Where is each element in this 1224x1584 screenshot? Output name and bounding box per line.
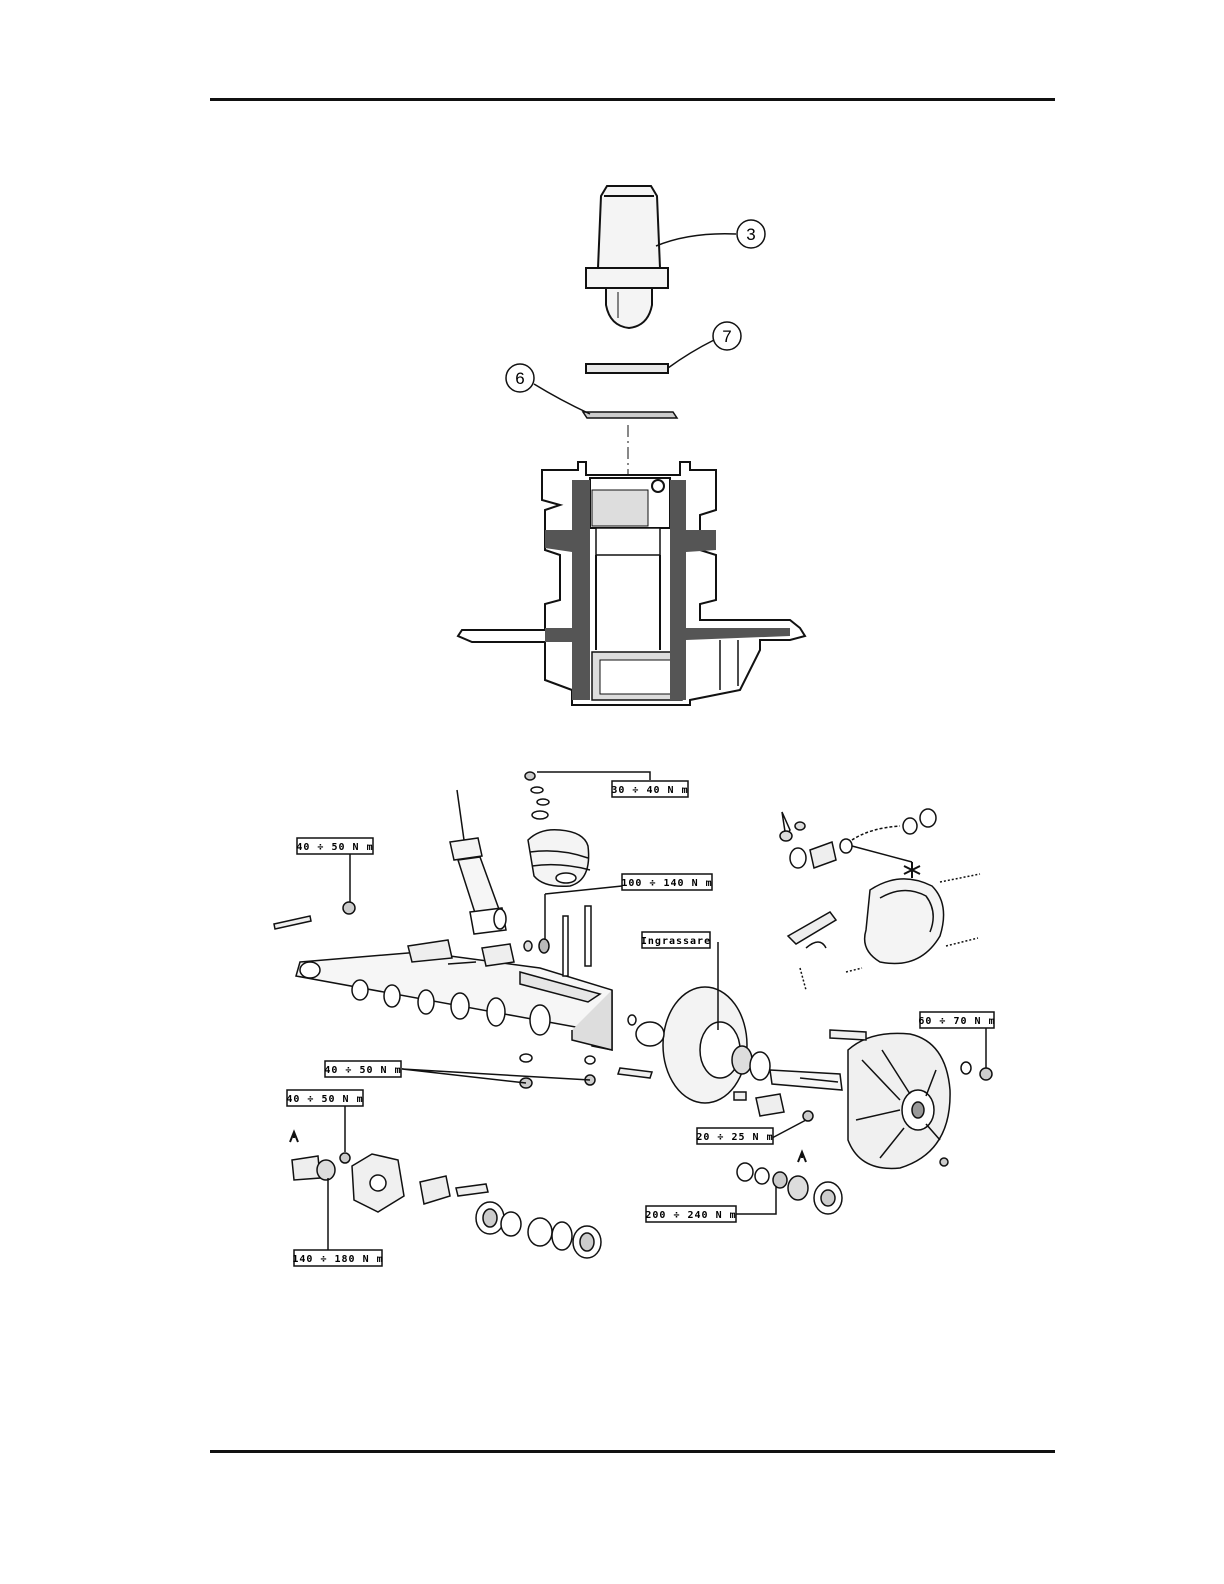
rubber-buffer bbox=[525, 772, 590, 886]
torque-label-40-50-top: 40 ÷ 50 N m bbox=[296, 838, 373, 854]
torque-label-30-40: 30 ÷ 40 N m bbox=[611, 781, 688, 797]
torque-label-100-140: 100 ÷ 140 N m bbox=[621, 874, 712, 890]
tool-symbol-left bbox=[290, 1132, 298, 1142]
torque-text: 40 ÷ 50 N m bbox=[324, 1065, 401, 1076]
brake-shoes bbox=[788, 874, 980, 990]
grease-label: Ingrassare bbox=[641, 932, 711, 948]
callout-7-label: 7 bbox=[722, 327, 731, 346]
torque-label-20-25: 20 ÷ 25 N m bbox=[696, 1128, 773, 1144]
brake-drum bbox=[830, 1030, 992, 1168]
brake-backplate bbox=[618, 987, 813, 1121]
shock-absorber bbox=[450, 790, 506, 934]
callout-7: 7 bbox=[713, 322, 741, 350]
thin-shim bbox=[583, 412, 677, 418]
torque-label-40-50-mid: 40 ÷ 50 N m bbox=[324, 1061, 401, 1077]
callout-3-label: 3 bbox=[746, 225, 755, 244]
wheel-cylinder bbox=[780, 809, 936, 868]
torque-label-40-50-low: 40 ÷ 50 N m bbox=[286, 1090, 363, 1106]
torque-label-140-180: 140 ÷ 180 N m bbox=[292, 1250, 383, 1266]
torque-text: 30 ÷ 40 N m bbox=[611, 785, 688, 796]
torque-text: 100 ÷ 140 N m bbox=[621, 878, 712, 889]
pin-part bbox=[586, 186, 668, 328]
tool-symbol-right bbox=[798, 1152, 806, 1162]
axle-shaft bbox=[750, 1052, 842, 1090]
torque-text: 40 ÷ 50 N m bbox=[286, 1094, 363, 1105]
torque-text: 40 ÷ 50 N m bbox=[296, 842, 373, 853]
suspension-figure bbox=[274, 772, 992, 1258]
torque-label-60-70: 60 ÷ 70 N m bbox=[918, 1012, 995, 1028]
torque-text: 20 ÷ 25 N m bbox=[696, 1132, 773, 1143]
callout-3: 3 bbox=[737, 220, 765, 248]
drive-coupling bbox=[292, 1153, 601, 1258]
callout-6: 6 bbox=[506, 364, 534, 392]
grease-text: Ingrassare bbox=[641, 936, 711, 947]
spindle-hub-figure bbox=[458, 186, 805, 705]
torque-text: 140 ÷ 180 N m bbox=[292, 1254, 383, 1265]
hub-housing bbox=[458, 462, 805, 705]
thick-washer bbox=[586, 364, 668, 373]
right-bearings bbox=[737, 1163, 842, 1214]
asterisk-mark bbox=[904, 862, 920, 878]
callout-6-label: 6 bbox=[515, 369, 524, 388]
footer-rule bbox=[210, 1450, 1055, 1453]
torque-text: 60 ÷ 70 N m bbox=[918, 1016, 995, 1027]
torque-label-200-240: 200 ÷ 240 N m bbox=[645, 1206, 736, 1222]
torque-text: 200 ÷ 240 N m bbox=[645, 1210, 736, 1221]
